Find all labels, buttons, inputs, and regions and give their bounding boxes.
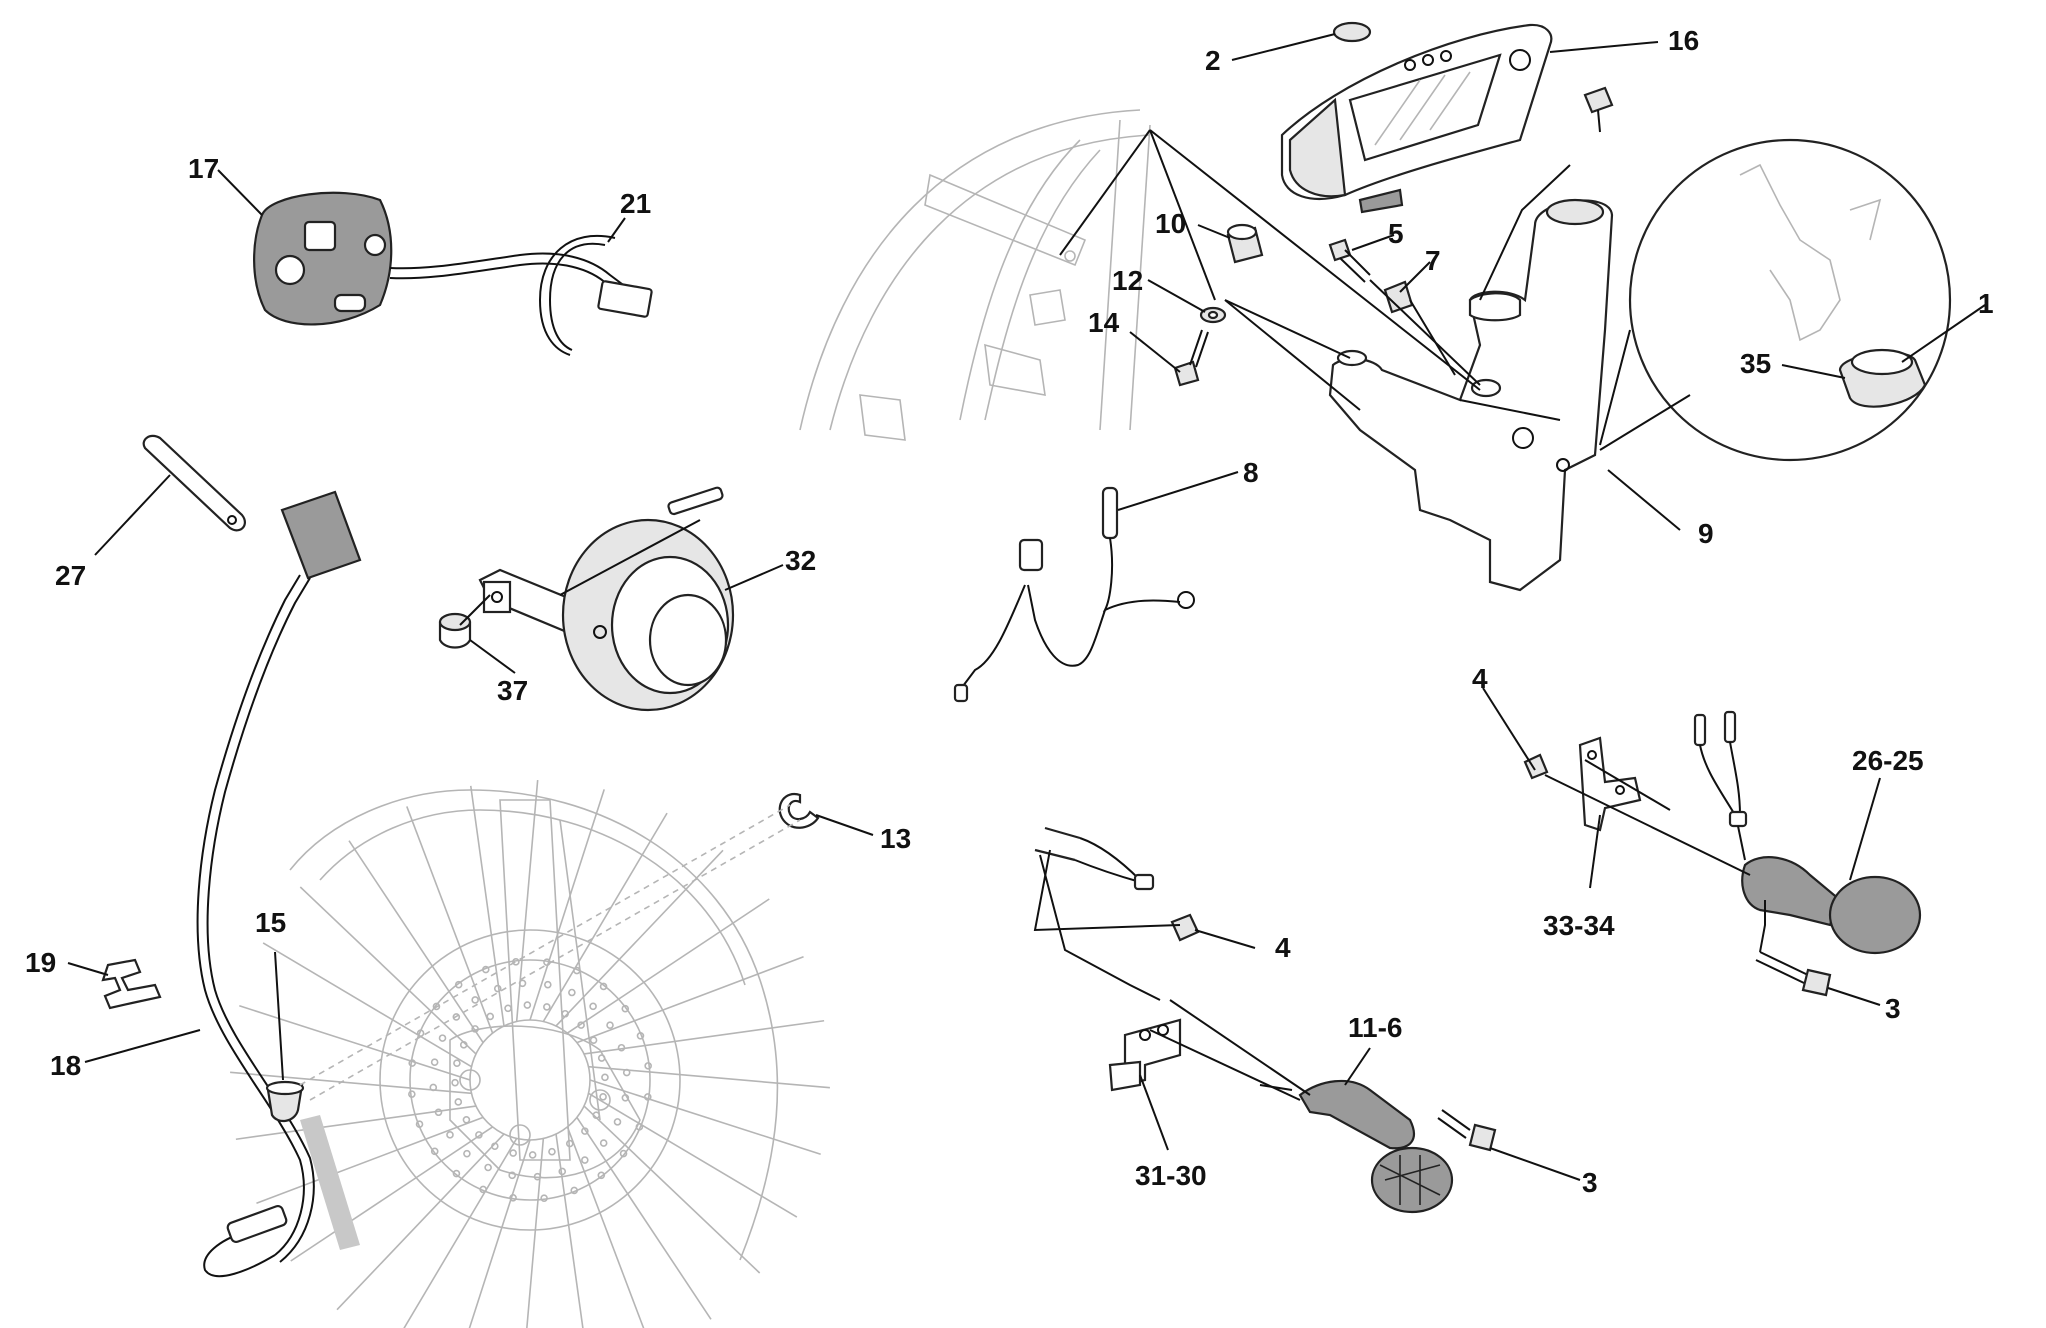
callout-labels: 1 2 3 3 4 4 5 7 8 9 10 11-6 12 13 14 15 … [25, 25, 1994, 1198]
callout-21: 21 [620, 188, 651, 219]
strap-27 [142, 434, 246, 532]
callout-11-6: 11-6 [1348, 1012, 1403, 1043]
callout-18: 18 [50, 1050, 81, 1081]
left-wires [1034, 826, 1155, 891]
grommet-15 [265, 1080, 305, 1123]
clip-19 [101, 958, 162, 1010]
callout-10: 10 [1155, 208, 1186, 239]
callout-32: 32 [785, 545, 816, 576]
callout-35: 35 [1740, 348, 1771, 379]
bracket-31-30 [1108, 1018, 1182, 1092]
callout-5: 5 [1388, 218, 1404, 249]
callout-9: 9 [1698, 518, 1714, 549]
cap-1 [1850, 348, 1914, 376]
callout-8: 8 [1243, 457, 1259, 488]
handlebar-switch-17 [253, 191, 653, 326]
horn-32 [478, 486, 735, 712]
speed-sensor-cable-18 [196, 490, 362, 1278]
front-wheel-background [230, 780, 830, 1328]
callout-1: 1 [1978, 288, 1994, 319]
callout-31-30: 31-30 [1135, 1160, 1207, 1191]
instrument-cluster-16 [1280, 23, 1553, 214]
leader-lines [67, 33, 1986, 1181]
callout-15: 15 [255, 907, 286, 938]
callout-4-upper: 4 [1472, 663, 1488, 694]
callout-14: 14 [1088, 307, 1120, 338]
cable-tie-21 [538, 234, 616, 356]
callout-17: 17 [188, 153, 219, 184]
callout-26-25: 26-25 [1852, 745, 1924, 776]
bolt-5 [1328, 238, 1371, 283]
cap-2 [1332, 21, 1372, 43]
detail-inset [1599, 138, 1952, 462]
callout-37: 37 [497, 675, 528, 706]
callout-12: 12 [1112, 265, 1143, 296]
nut-4-lower [1170, 913, 1200, 942]
clip-ring-13 [778, 792, 820, 829]
callout-4-lower: 4 [1275, 932, 1291, 963]
indicator-11-6 [1259, 1079, 1454, 1214]
spacer-10 [1226, 223, 1264, 264]
front-fender-background [799, 109, 1151, 441]
callout-16: 16 [1668, 25, 1699, 56]
callout-3-lower: 3 [1582, 1167, 1598, 1198]
callout-2: 2 [1205, 45, 1221, 76]
bolt-14 [1173, 329, 1209, 387]
callout-13: 13 [880, 823, 911, 854]
bolt-3-lower [1437, 1109, 1497, 1152]
callout-33-34: 33-34 [1543, 910, 1615, 941]
callout-19: 19 [25, 947, 56, 978]
washer-12 [1199, 306, 1227, 324]
assembly-lines [299, 129, 1766, 1101]
callout-7: 7 [1425, 245, 1441, 276]
callout-3-upper: 3 [1885, 993, 1901, 1024]
indicator-26-25 [1741, 856, 1922, 955]
callout-27: 27 [55, 560, 86, 591]
bolt-upper [1583, 86, 1614, 133]
wiring-harness-8 [953, 486, 1195, 703]
nut-4-upper [1523, 753, 1549, 780]
bracket-9 [1328, 198, 1614, 592]
bolt-3-upper [1755, 951, 1832, 997]
right-wires [1693, 710, 1748, 861]
bracket-33-34 [1578, 736, 1642, 832]
